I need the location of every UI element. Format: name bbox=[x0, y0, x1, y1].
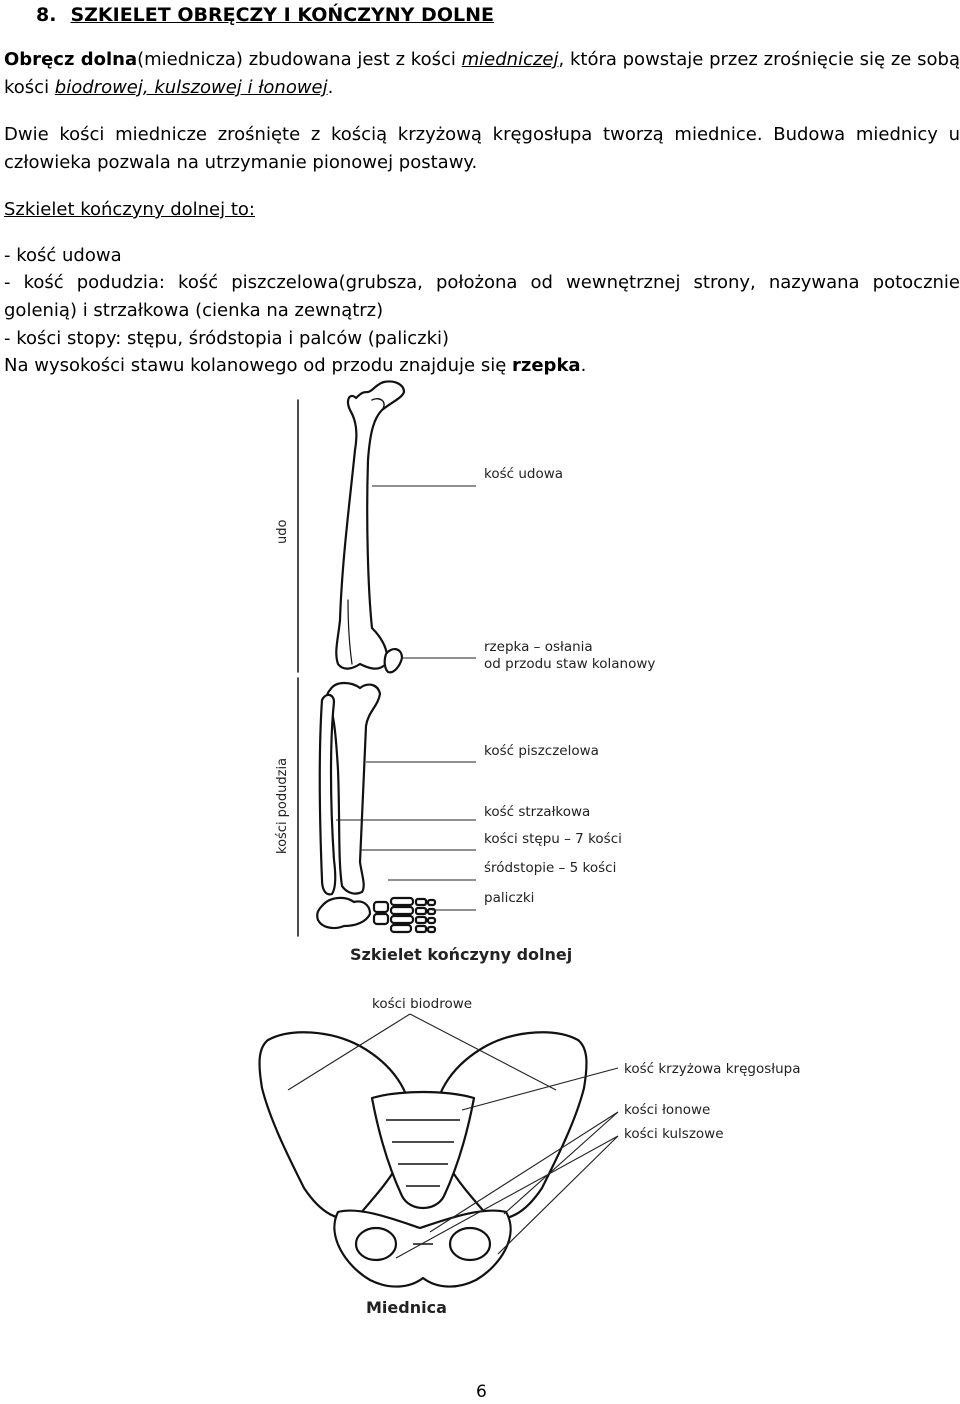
figure-caption-pelvis: Miednica bbox=[366, 1298, 447, 1317]
page-number: 6 bbox=[476, 1382, 487, 1402]
fibula-bone bbox=[318, 693, 337, 896]
label-ischial-bones: kości kulszowe bbox=[624, 1126, 724, 1142]
label-phalanges: paliczki bbox=[484, 890, 535, 906]
list-item-leg: - kość podudzia: kość piszczelowa(grubsz… bbox=[4, 272, 960, 321]
right-obturator bbox=[448, 1226, 492, 1262]
label-metatarsals: śródstopie – 5 kości bbox=[484, 860, 617, 876]
label-tibia: kość piszczelowa bbox=[484, 743, 599, 759]
label-fibula: kość strzałkowa bbox=[484, 804, 591, 820]
phalanx-bone bbox=[414, 897, 428, 907]
term-pelvic-bone: miedniczej bbox=[461, 49, 559, 70]
paragraph-pelvic-girdle: Obręcz dolna(miednicza) zbudowana jest z… bbox=[4, 49, 960, 98]
paragraph-pelvis: Dwie kości miednicze zrośnięte z kością … bbox=[4, 124, 960, 173]
patella-bone bbox=[383, 648, 404, 674]
term-pelvic-girdle: Obręcz dolna bbox=[4, 49, 138, 70]
label-femur: kość udowa bbox=[484, 466, 564, 482]
label-patella-2: od przodu staw kolanowy bbox=[484, 656, 656, 672]
section-title: SZKIELET OBRĘCZY I KOŃCZYNY DOLNE bbox=[70, 4, 494, 26]
label-pubic-bones: kości łonowe bbox=[624, 1102, 711, 1118]
femur-bone bbox=[335, 380, 406, 670]
list-item-foot: - kości stopy: stępu, śródstopia i palcó… bbox=[4, 328, 450, 349]
label-patella-1: rzepka – osłania bbox=[484, 639, 593, 655]
label-sacrum: kość krzyżowa kręgosłupa bbox=[624, 1061, 801, 1077]
metatarsal-bone bbox=[372, 900, 390, 914]
section-heading: 8. SZKIELET OBRĘCZY I KOŃCZYNY DOLNE bbox=[36, 4, 494, 26]
term-patella: rzepka bbox=[512, 355, 581, 376]
list-item-femur: - kość udowa bbox=[4, 245, 122, 266]
term-hip-bones: biodrowej, kulszowej i łonowej bbox=[54, 77, 328, 98]
lower-limb-intro: Szkielet kończyny dolnej to: bbox=[4, 199, 255, 220]
figure-caption-lower-limb: Szkielet kończyny dolnej bbox=[350, 945, 573, 964]
tarsal-bones bbox=[316, 896, 372, 930]
section-number: 8. bbox=[36, 4, 57, 26]
left-obturator bbox=[354, 1226, 398, 1262]
sacrum-bone bbox=[370, 1090, 476, 1210]
label-hip-bones: kości biodrowe bbox=[372, 996, 473, 1012]
tibia-bone bbox=[325, 681, 382, 895]
patella-sentence: Na wysokości stawu kolanowego od przodu … bbox=[4, 355, 587, 376]
label-tarsals: kości stępu – 7 kości bbox=[484, 831, 622, 847]
